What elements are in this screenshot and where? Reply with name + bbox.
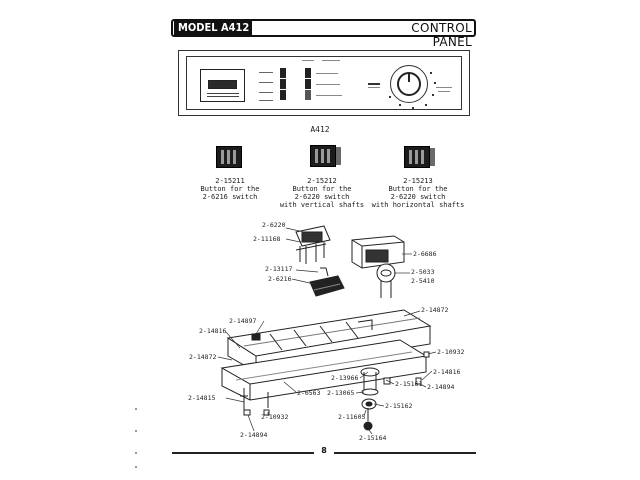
part-label-14816-left: 2-14816 [199,327,226,335]
part-label-14894-left: 2-14894 [240,431,267,439]
brand-label-plate [200,69,245,102]
part-label-13117: 2-13117 [265,265,292,273]
part-label-6563: 2-6563 [297,389,321,397]
button-desc: Button for the [200,185,260,193]
button-part-number: 2-15212 [307,177,337,185]
timer-dial-ring [390,65,428,103]
part-label-6216: 2-6216 [268,275,292,283]
section-title: CONTROL PANEL [411,21,472,49]
page-number: 8 [321,446,327,455]
button-desc: 2-6216 switch [202,193,258,201]
button-part-number: 2-15213 [403,177,433,185]
button-desc: 2-6220 switch [390,193,446,201]
footer-rule-right [334,452,476,454]
part-label-13966: 2-13966 [331,374,358,382]
part-label-14897: 2-14897 [229,317,256,325]
part-label-15164: 2-15164 [359,434,386,442]
mounting-bracket-drawing [220,309,432,431]
panel-pushbutton [280,90,286,100]
button-caption: 2-15212 Button for the 2-6220 switch wit… [262,177,382,209]
part-label-14894-right: 2-14894 [427,383,454,391]
part-label-14815: 2-14815 [188,394,215,402]
brand-logo [208,80,237,89]
panel-pushbutton [305,90,311,100]
part-label-11168: 2-11168 [253,235,280,243]
button-15213-image [404,146,435,168]
button-caption: 2-15213 Button for the 2-6220 switch wit… [358,177,478,209]
button-15211-image [216,146,242,168]
button-part-number: 2-15211 [215,177,245,185]
button-desc: Button for the [292,185,352,193]
part-label-10932-right: 2-10932 [437,348,464,356]
part-label-13065: 2-13065 [327,389,354,397]
switch-6220-drawing [295,225,331,264]
leader-lines [217,227,437,435]
control-panel-face [186,56,462,110]
timer-6686-drawing [351,235,405,298]
part-label-10932-left: 2-10932 [261,413,288,421]
part-label-14872-top: 2-14872 [421,306,448,314]
panel-pushbutton [305,68,311,78]
control-panel-illustration [178,50,470,116]
panel-pushbutton [280,68,286,78]
panel-pushbutton [280,79,286,89]
panel-model-caption: A412 [310,125,330,134]
part-label-5410: 2-5410 [411,277,435,285]
part-label-14872-left: 2-14872 [189,353,216,361]
part-label-14816-right: 2-14816 [433,368,460,376]
button-desc: with horizontal shafts [371,201,465,209]
part-label-15162: 2-15162 [385,402,412,410]
panel-pushbutton [305,79,311,89]
button-desc: with vertical shafts [279,201,365,209]
button-desc: Button for the [388,185,448,193]
knob-pointer [408,73,410,82]
part-label-11605: 2-11605 [338,413,365,421]
button-15212-image [310,145,341,167]
part-label-6220: 2-6220 [262,221,286,229]
part-label-5033: 2-5033 [411,268,435,276]
model-label: MODEL A412 [174,21,252,35]
switch-6216-drawing [309,267,345,297]
part-label-6686: 2-6686 [413,250,437,258]
button-desc: 2-6220 switch [294,193,350,201]
part-label-15161: 2-15161 [395,380,422,388]
footer-rule-left [172,452,314,454]
button-caption: 2-15211 Button for the 2-6216 switch [170,177,290,201]
header-frame [171,19,476,37]
